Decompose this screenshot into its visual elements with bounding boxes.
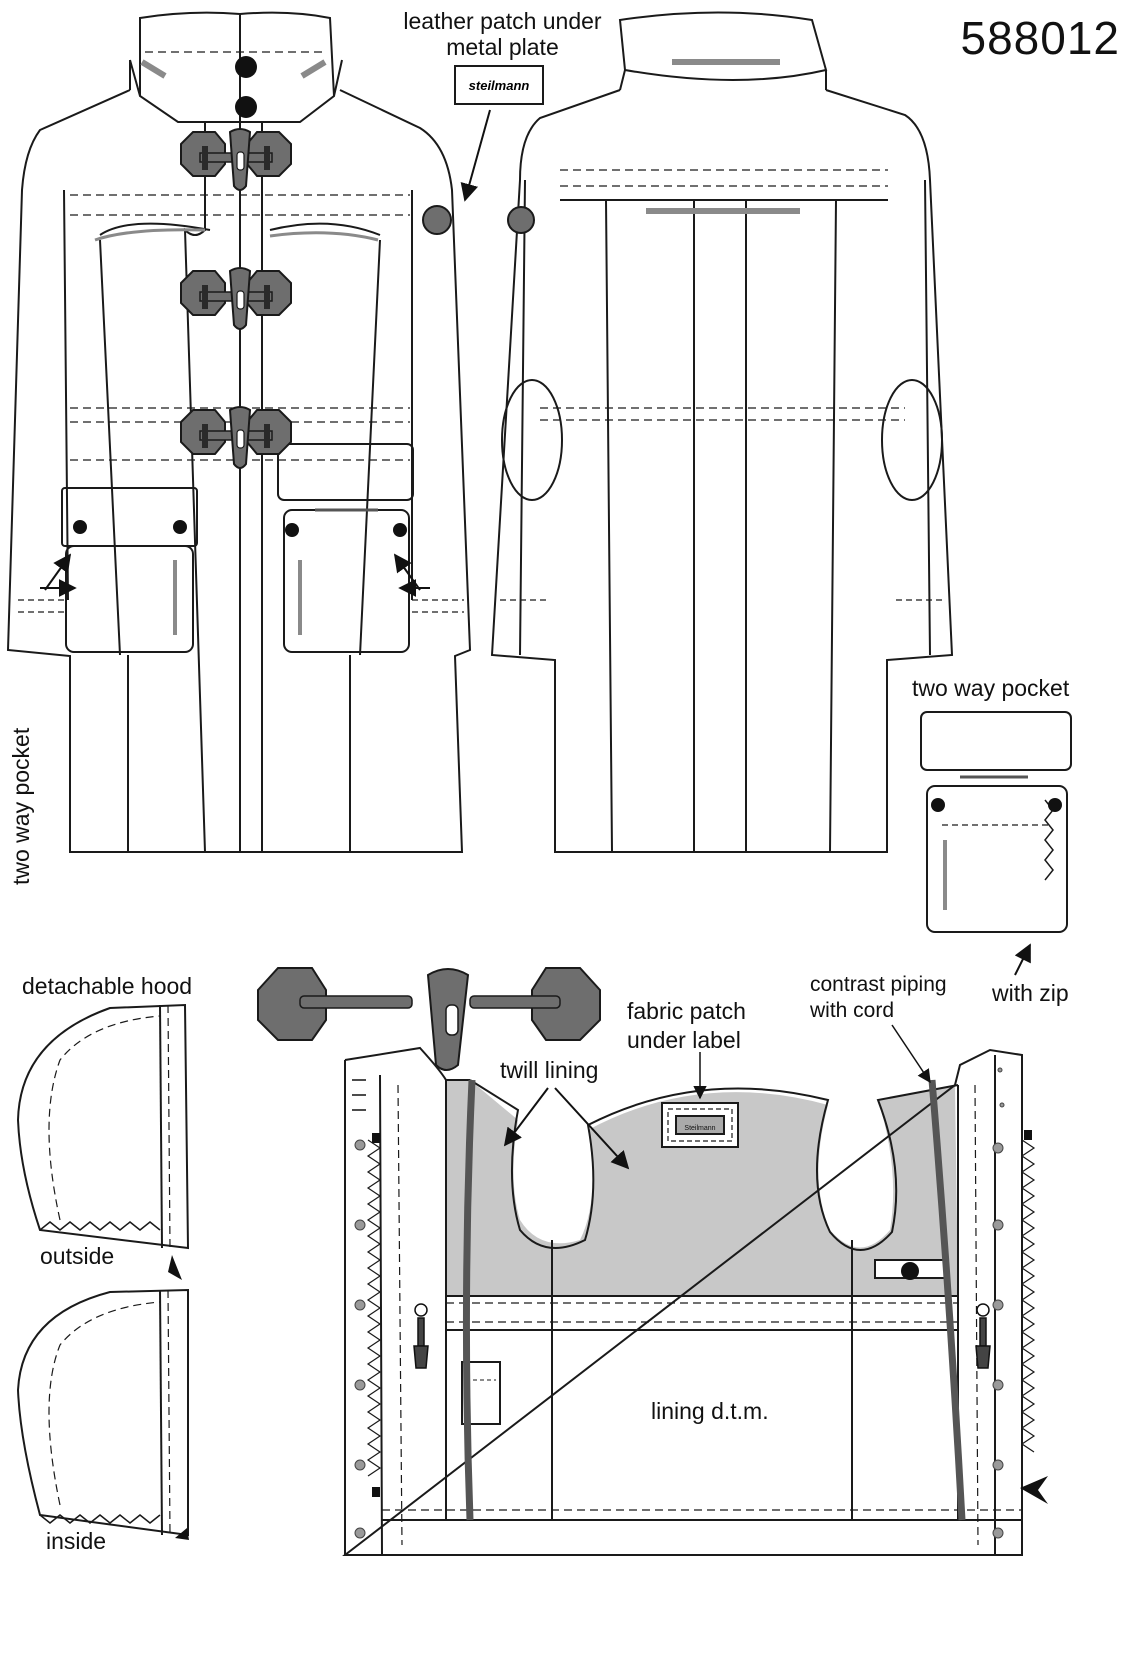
lining-inside-view: Steilmann [342, 1024, 1048, 1556]
twill-lining-label: twill lining [500, 1057, 599, 1083]
leather-patch-label-1: leather patch under [403, 8, 602, 34]
toggle-detail [257, 967, 601, 1071]
hood-inside-label: inside [46, 1528, 107, 1554]
front-coat [6, 11, 472, 853]
fabric-patch-label-1: fabric patch [627, 998, 746, 1024]
two-way-pocket-label: two way pocket [912, 675, 1070, 701]
with-zip-label: with zip [992, 980, 1069, 1006]
hood-outside-label: outside [40, 1243, 115, 1269]
two-way-pocket-detail [920, 711, 1072, 933]
brand-plate-text: steilmann [469, 78, 530, 93]
leather-patch-label-2: metal plate [446, 34, 559, 60]
fabric-patch-label-2: under label [627, 1027, 741, 1053]
lining-label-text: Steilmann [684, 1125, 715, 1132]
style-number: 588012 [960, 12, 1120, 64]
detachable-hood [16, 1003, 190, 1537]
back-coat [490, 11, 954, 853]
detachable-hood-label: detachable hood [22, 973, 193, 999]
lining-dtm-label: lining d.t.m. [651, 1398, 769, 1424]
contrast-piping-label-1: contrast piping [810, 973, 947, 996]
contrast-piping-label-2: with cord [810, 999, 895, 1022]
